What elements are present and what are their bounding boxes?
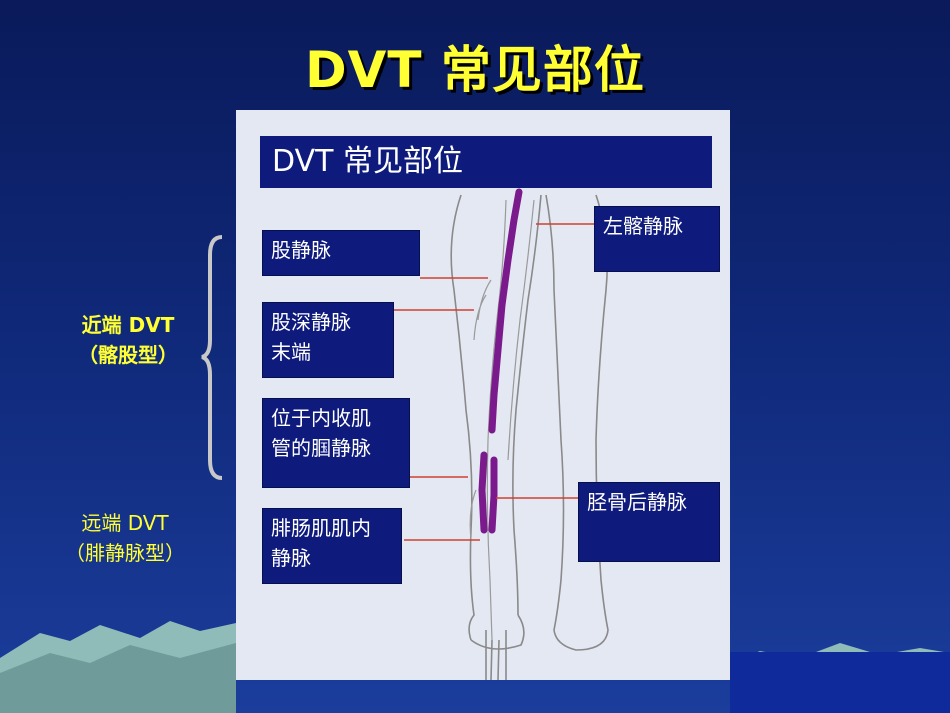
popliteal-line2: 管的腘静脉 [271, 436, 371, 460]
distal-dvt-line1: 远端 DVT [81, 511, 169, 535]
label-posterior-tibial-vein: 胫骨后静脉 [578, 482, 720, 562]
slide-title: DVT 常见部位 [305, 41, 645, 99]
diagram-title: DVT 常见部位 [260, 136, 712, 188]
posterior-tibial-text: 胫骨后静脉 [587, 490, 687, 514]
proximal-dvt-line1: 近端 DVT [81, 313, 175, 337]
calf-line1: 腓肠肌肌内 [271, 516, 371, 540]
curly-brace [201, 235, 223, 480]
deep-femoral-line1: 股深静脉 [271, 310, 351, 334]
proximal-dvt-line2: （髂股型） [78, 343, 178, 367]
label-calf-muscle-vein: 腓肠肌肌内 静脉 [262, 508, 402, 584]
label-femoral-vein: 股静脉 [262, 230, 420, 276]
calf-line2: 静脉 [271, 546, 311, 570]
label-left-iliac-vein: 左髂静脉 [594, 206, 720, 272]
distal-dvt-label: 远端 DVT （腓静脉型） [40, 508, 210, 568]
label-popliteal-vein: 位于内收肌 管的腘静脉 [262, 398, 410, 488]
proximal-dvt-label: 近端 DVT （髂股型） [48, 310, 208, 370]
distal-dvt-line2: （腓静脉型） [65, 541, 185, 565]
corner-block [730, 652, 950, 713]
femoral-vein-text: 股静脉 [271, 238, 331, 262]
popliteal-line1: 位于内收肌 [271, 406, 371, 430]
diagram-panel [236, 110, 730, 680]
deep-femoral-line2: 末端 [271, 340, 311, 364]
label-deep-femoral-vein: 股深静脉 末端 [262, 302, 394, 378]
left-iliac-text: 左髂静脉 [603, 214, 683, 238]
leg-illustration [394, 188, 609, 680]
